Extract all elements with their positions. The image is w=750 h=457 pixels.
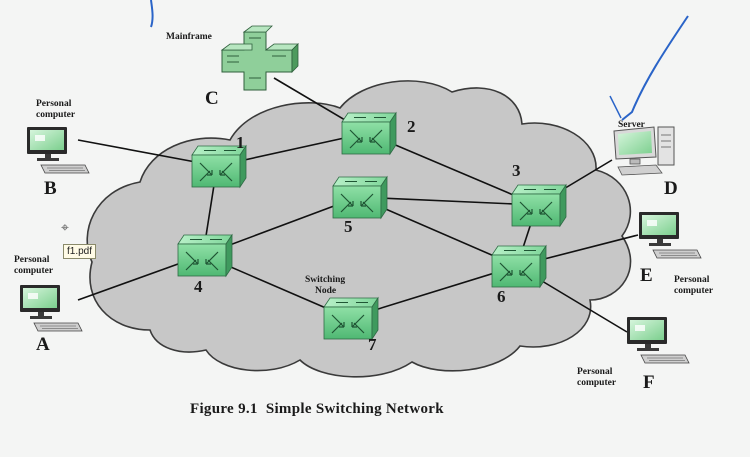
server-icon[interactable] [613, 126, 675, 176]
nodes-layer: 1 2 3 4 5 6 7 [177, 111, 567, 354]
station-type-label-A: Personal [14, 255, 50, 265]
station-letter-C: C [205, 88, 219, 109]
station-type-label-E: Personal [674, 275, 710, 285]
switching-node-5[interactable] [332, 175, 388, 220]
station-type-label-B: Personal [36, 99, 72, 109]
switching-node-label-line2: Node [315, 286, 336, 296]
station-letter-B: B [44, 178, 57, 199]
stations-layer: APersonalcomputerBPersonalcomputerCMainf… [14, 25, 714, 393]
switching-node-label-line1: Switching [305, 275, 345, 285]
link-5-3 [357, 196, 538, 206]
personal-computer-F[interactable] [627, 317, 690, 364]
pen-stroke-2 [621, 15, 689, 121]
switching-node-1[interactable] [191, 144, 247, 189]
switch-arrows-icon [499, 262, 533, 282]
node-number-2: 2 [407, 117, 416, 136]
switching-node-7[interactable] [323, 296, 379, 341]
node-number-4: 4 [194, 277, 203, 296]
switch-arrows-icon [199, 162, 233, 182]
switching-node-2[interactable] [341, 111, 397, 156]
crosshair-cursor-icon: ⌖ [61, 220, 69, 236]
station-letter-A: A [36, 334, 50, 355]
switching-node-4[interactable] [177, 233, 233, 278]
switching-node-6[interactable] [491, 244, 547, 289]
station-type-label-B: computer [36, 110, 76, 120]
station-type-label-F: computer [577, 378, 617, 388]
node-number-1: 1 [236, 133, 245, 152]
mainframe-icon[interactable] [220, 25, 299, 91]
station-letter-E: E [640, 265, 653, 286]
pen-stroke-1 [150, 0, 154, 28]
node-number-6: 6 [497, 287, 506, 306]
personal-computer-B[interactable] [27, 127, 90, 174]
station-type-label-E: computer [674, 286, 714, 296]
node-number-5: 5 [344, 217, 353, 236]
node-number-7: 7 [368, 335, 377, 354]
switch-arrows-icon [519, 201, 553, 221]
personal-computer-E[interactable] [639, 212, 702, 259]
personal-computer-A[interactable] [20, 285, 83, 332]
switching-node-3[interactable] [511, 183, 567, 228]
station-type-label-D: Server [618, 120, 646, 130]
figure-caption: Figure 9.1 Simple Switching Network [190, 401, 444, 417]
station-type-label-A: computer [14, 266, 54, 276]
switch-arrows-icon [185, 251, 219, 271]
station-type-label-F: Personal [577, 367, 613, 377]
switch-arrows-icon [340, 193, 374, 213]
station-type-label-C: Mainframe [166, 32, 212, 42]
switch-arrows-icon [349, 129, 383, 149]
pen-stroke-3 [609, 95, 622, 119]
station-letter-D: D [664, 178, 678, 199]
switch-arrows-icon [331, 314, 365, 334]
node-number-3: 3 [512, 161, 521, 180]
station-letter-F: F [643, 372, 655, 393]
file-tooltip: f1.pdf [63, 244, 97, 259]
